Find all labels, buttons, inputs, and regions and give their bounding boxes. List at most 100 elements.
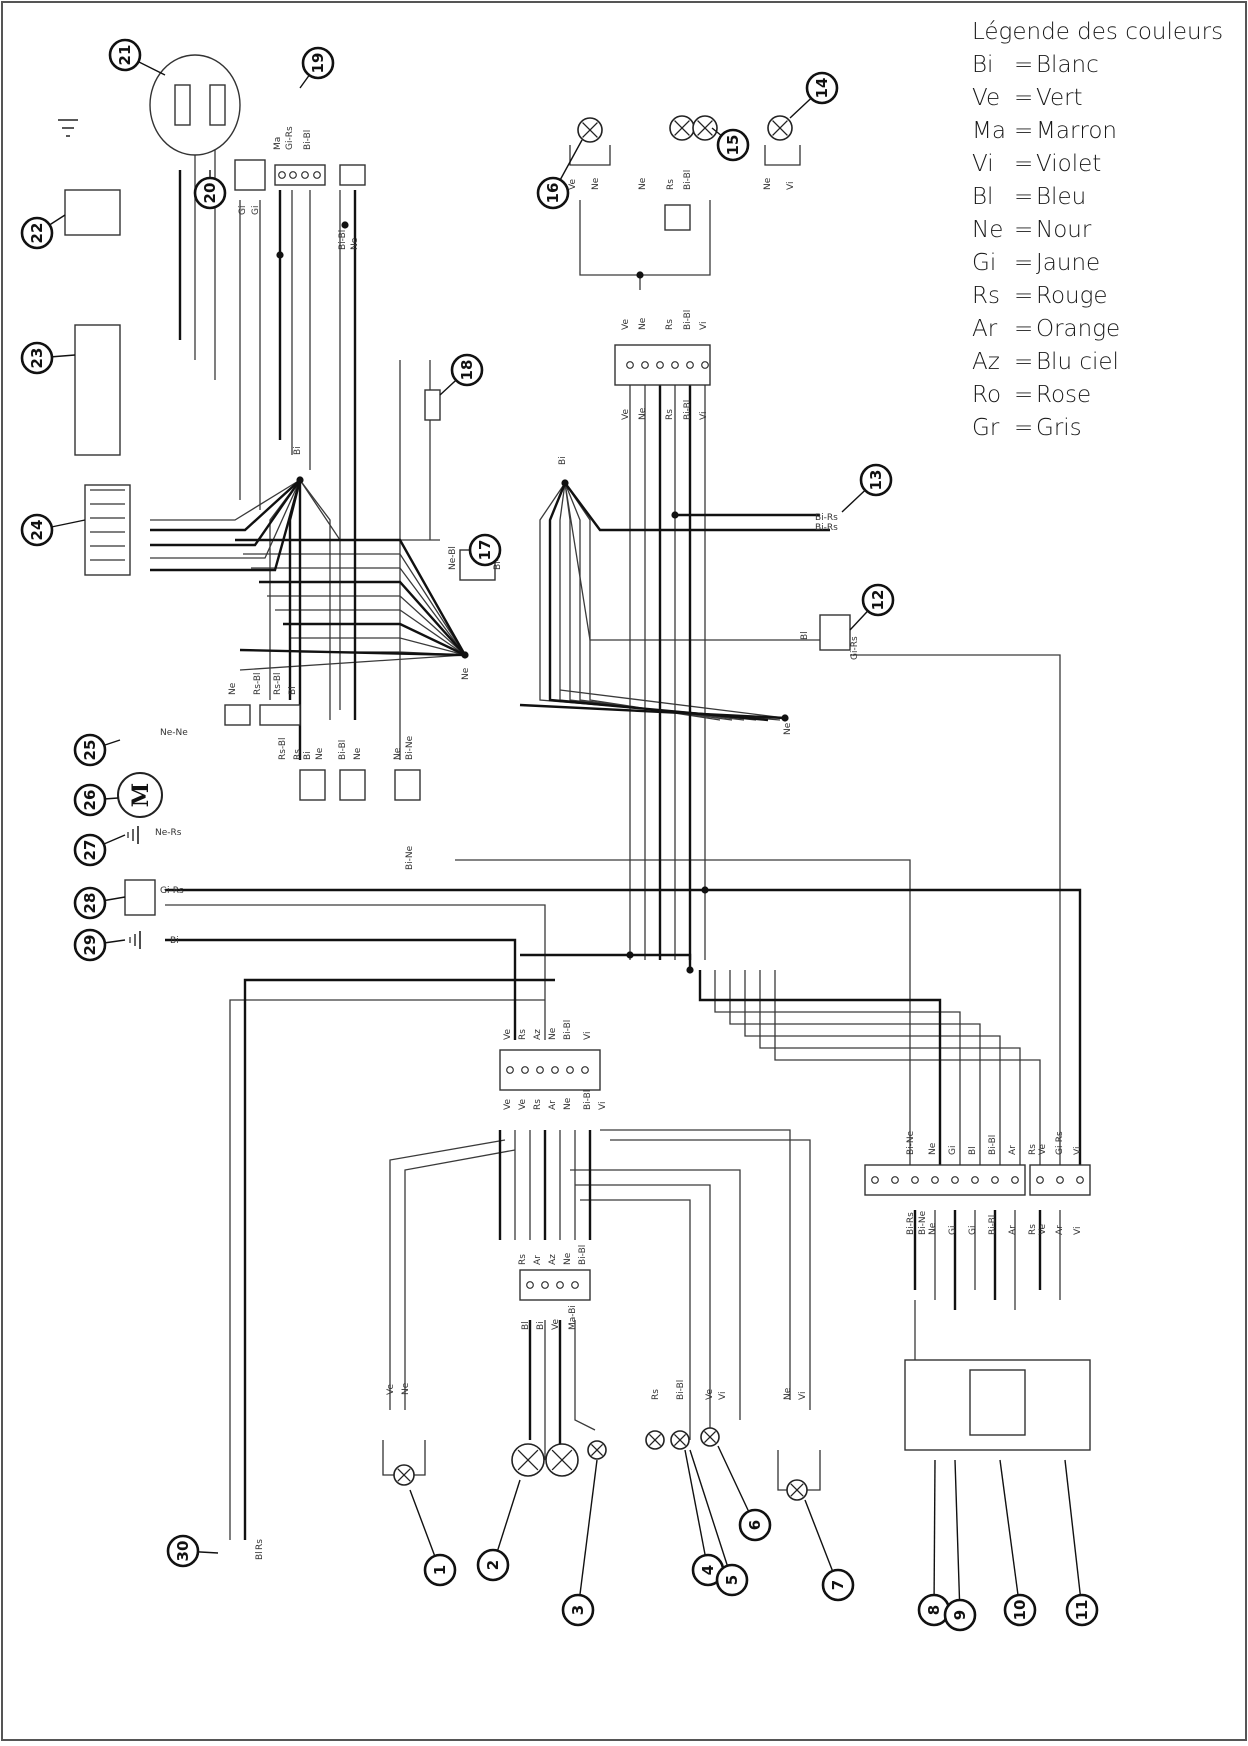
wire xyxy=(640,200,711,276)
wire-color-label: Ve xyxy=(518,1099,528,1110)
wire-color-label: Ne-Ne xyxy=(160,728,188,738)
wire xyxy=(165,888,1082,1165)
callout-circle xyxy=(738,1508,772,1542)
callout-circle xyxy=(715,1563,749,1597)
callout-circle xyxy=(859,463,893,497)
lamp-cross xyxy=(582,122,598,138)
wire xyxy=(850,654,1061,1165)
wire-color-label: Ne xyxy=(353,747,363,760)
stator xyxy=(149,54,241,156)
callout-circle xyxy=(423,1553,457,1587)
wire-color-label: Bi-Bl xyxy=(583,1090,593,1110)
connector-pin xyxy=(701,361,709,369)
lamp-cross xyxy=(772,120,788,136)
wire-color-label: Bl xyxy=(800,631,810,640)
wire-color-label: Gi xyxy=(251,206,261,215)
callout-leader xyxy=(999,1459,1021,1611)
wire xyxy=(229,999,545,1540)
wire xyxy=(243,978,555,1540)
connector-pin xyxy=(506,1066,514,1074)
connector-pin xyxy=(551,1066,559,1074)
wire-color-label: Rs xyxy=(293,749,303,760)
motor-symbol: M xyxy=(128,783,154,807)
legend-code: Rs xyxy=(972,283,1000,309)
legend-item: Ro=Rose xyxy=(972,379,1242,412)
callout-number: 12 xyxy=(869,590,887,611)
callout-circle xyxy=(73,886,107,920)
wire-color-label: Bi xyxy=(558,456,568,465)
wire-color-label: Bl xyxy=(521,1321,531,1330)
wire-color-label: Vi xyxy=(699,322,709,330)
callout-circle xyxy=(301,46,335,80)
wire-color-label: Bi-Bl xyxy=(683,400,693,420)
wire-color-label: Ve xyxy=(621,409,631,420)
wire-color-label: Az xyxy=(548,1254,558,1265)
connector-block xyxy=(274,164,326,186)
wire xyxy=(714,970,961,1165)
callout-number: 22 xyxy=(28,223,46,244)
connector-pin xyxy=(686,361,694,369)
connector-pin xyxy=(526,1281,534,1289)
wire-color-label: Bi-Bl xyxy=(683,310,693,330)
connector-pin xyxy=(911,1176,919,1184)
wire-color-label: Ne xyxy=(591,177,601,190)
wire-color-label: Bi-Rs xyxy=(815,523,838,533)
legend-color-name: Bleu xyxy=(1036,184,1087,210)
legend-code: Ma xyxy=(972,118,1006,144)
callout-number: 30 xyxy=(174,1541,192,1562)
junction-dot xyxy=(276,251,284,259)
lamp-cross xyxy=(703,1430,717,1444)
callout-circle xyxy=(108,38,142,72)
callout-number: 5 xyxy=(723,1575,741,1585)
junction-dot xyxy=(341,221,349,229)
wire-color-label: Rs xyxy=(665,319,675,330)
callout-circle xyxy=(73,733,107,767)
legend-item: Gi=Jaune xyxy=(972,247,1242,280)
legend-item: Bi=Blanc xyxy=(972,49,1242,82)
legend-color-name: Jaune xyxy=(1036,250,1101,276)
wire xyxy=(299,479,440,541)
lamp-cross xyxy=(551,1449,573,1471)
wire xyxy=(564,482,721,721)
wire-color-label: Ne xyxy=(350,237,360,250)
legend-equals: = xyxy=(1014,184,1034,210)
legend-color-name: Gris xyxy=(1036,415,1082,441)
legend-code: Ar xyxy=(972,316,998,342)
legend-color-name: Blu ciel xyxy=(1036,349,1119,375)
connector-block xyxy=(74,324,121,456)
wire xyxy=(564,482,830,532)
callout-number: 13 xyxy=(867,470,885,491)
legend-code: Ne xyxy=(972,217,1004,243)
connector-pin xyxy=(951,1176,959,1184)
components-layer: M xyxy=(58,54,1091,1501)
connector-pin xyxy=(521,1066,529,1074)
diode xyxy=(424,389,441,421)
lamp-holder xyxy=(569,145,611,166)
legend-code: Bl xyxy=(972,184,994,210)
wire-color-label: Bl xyxy=(968,1146,978,1155)
wire-color-label: Ne xyxy=(548,1027,558,1040)
wire-color-label: Gi-Rs xyxy=(160,886,184,896)
junction-dot xyxy=(671,511,679,519)
callout-number: 16 xyxy=(544,183,562,204)
junction-dot xyxy=(701,886,709,894)
callout-number: 3 xyxy=(569,1605,587,1615)
lamp-cross xyxy=(790,1483,804,1497)
wire-color-label: Ve xyxy=(705,1389,715,1400)
connector-pin xyxy=(566,1066,574,1074)
wire xyxy=(559,689,786,719)
stator-winding xyxy=(209,84,226,126)
legend-color-name: Marron xyxy=(1036,118,1117,144)
motor-icon xyxy=(117,772,163,818)
legend-equals: = xyxy=(1014,283,1034,309)
connector-block xyxy=(664,204,691,231)
connector-pin xyxy=(931,1176,939,1184)
legend-color-name: Orange xyxy=(1036,316,1121,342)
callout-number: 6 xyxy=(746,1520,764,1530)
wire-color-label: Ne xyxy=(401,1382,411,1395)
wire-color-label: Rs-Bl xyxy=(253,672,263,695)
